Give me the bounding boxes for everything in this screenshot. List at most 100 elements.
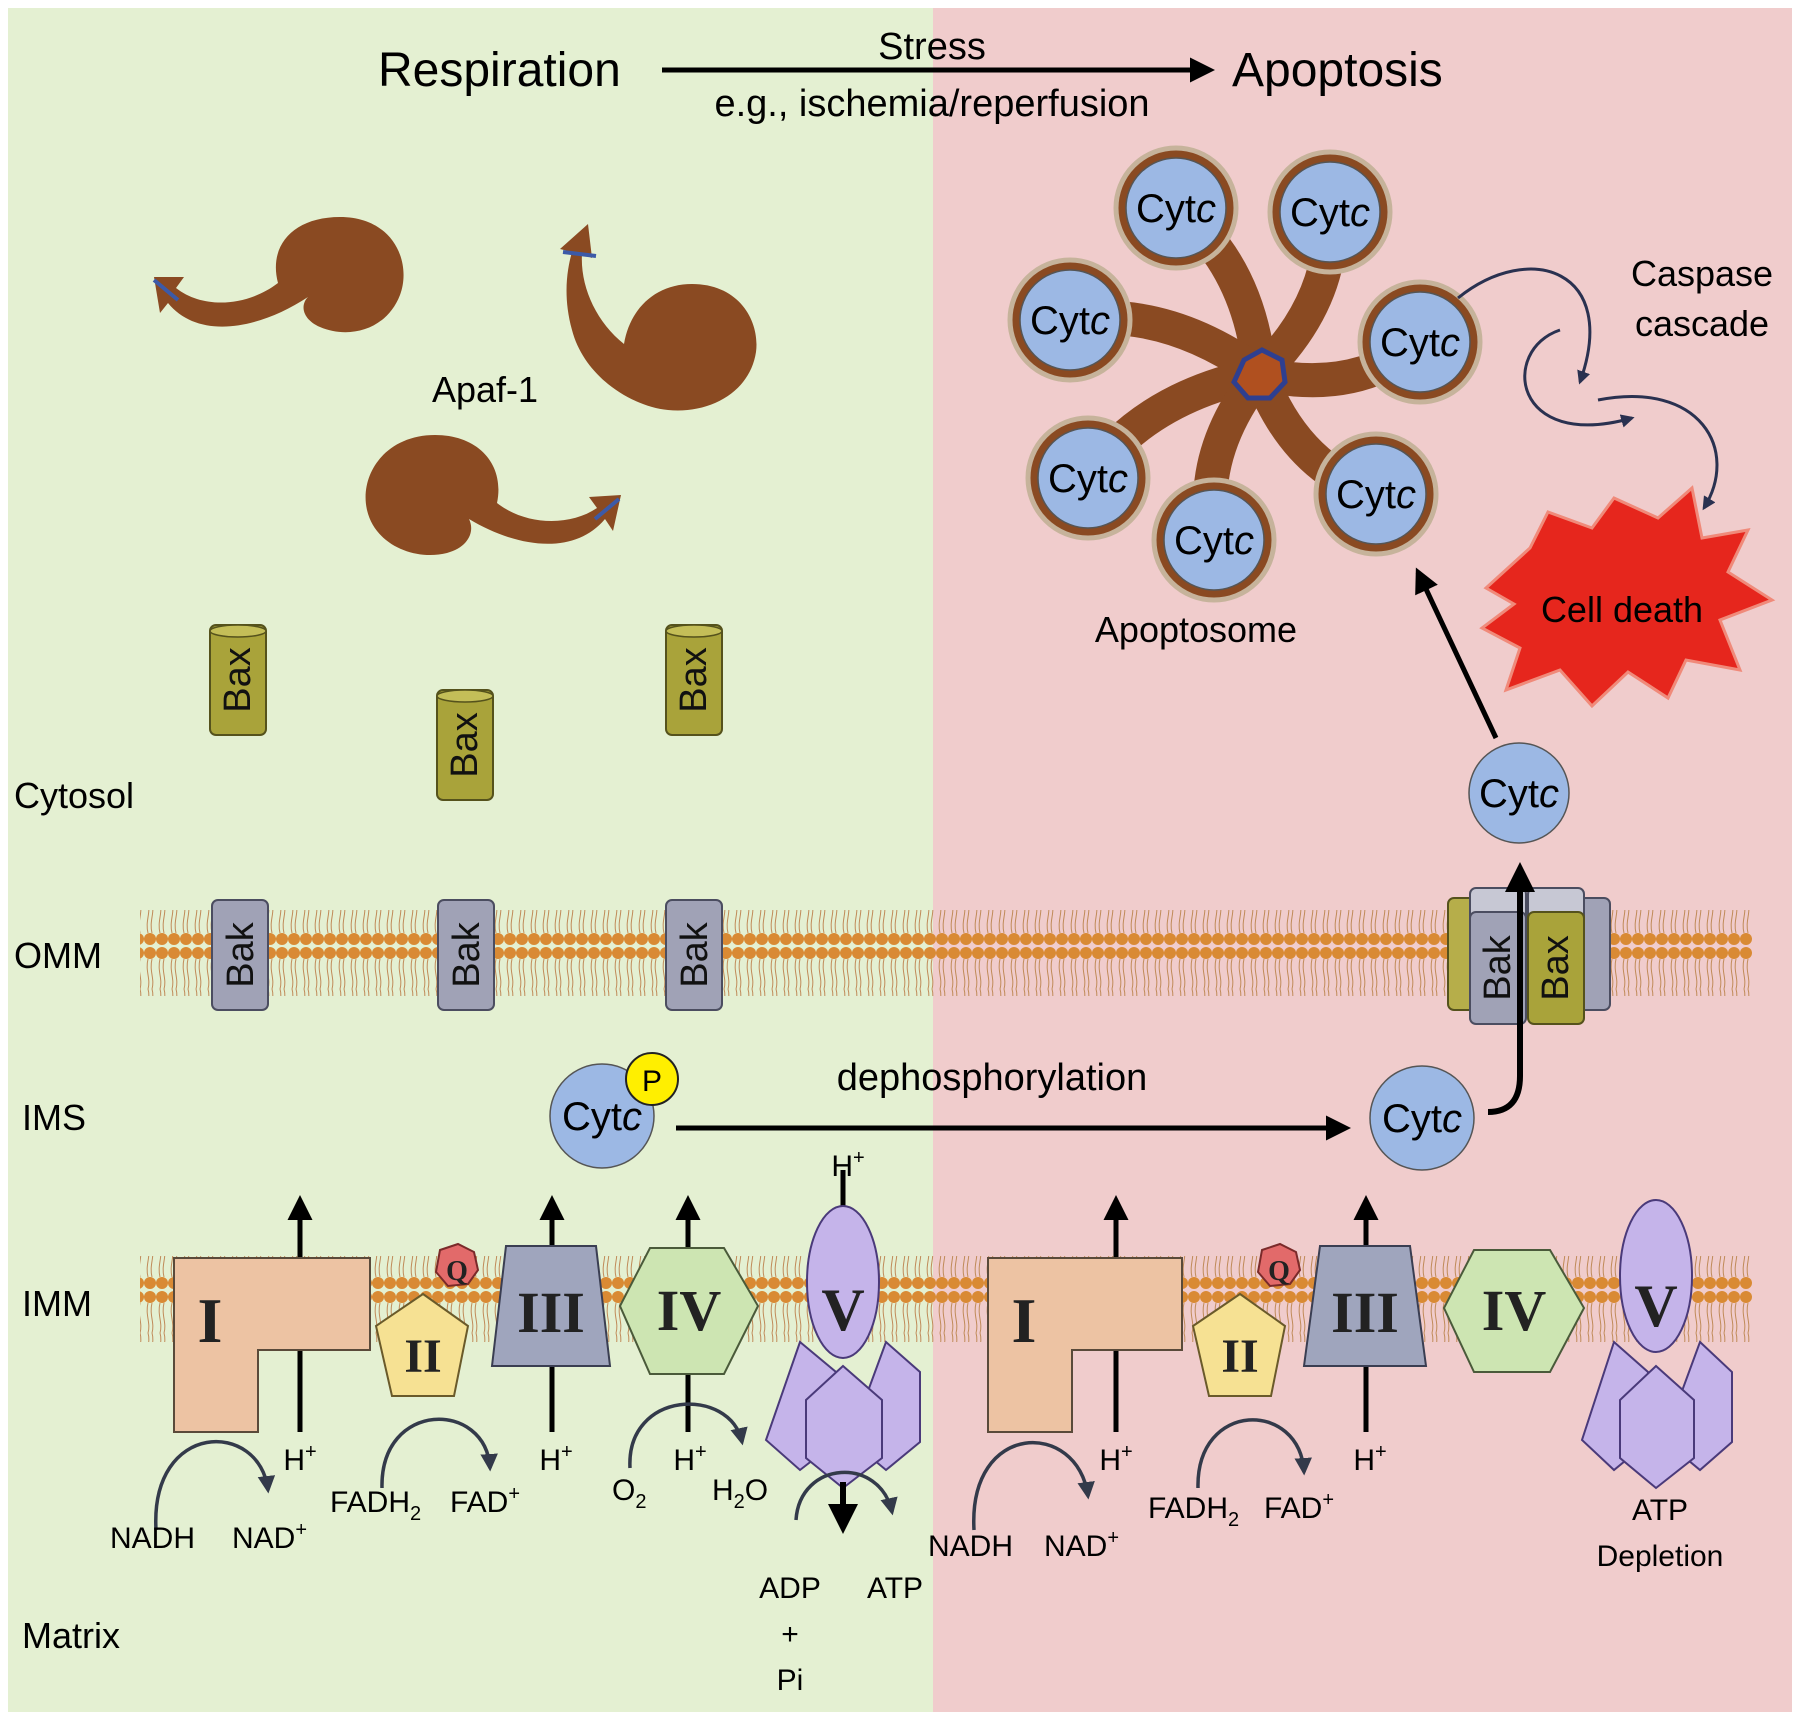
cytc-prefix: Cyt [562,1095,622,1139]
stress-example: e.g., ischemia/reperfusion [714,83,1149,125]
ims-label: IMS [22,1097,86,1138]
o2-label: O2 [612,1474,646,1513]
complex-ii-label: II [404,1330,441,1383]
respiration-title: Respiration [378,44,621,97]
ubiquinone: Q [1256,1242,1302,1288]
cytc-prefix: Cyt [1336,473,1396,517]
svg-text:H+: H+ [283,1441,316,1477]
cytc-released: Cytc [1468,742,1570,844]
complex-i: I [987,1257,1183,1433]
bax-label: Bax [217,647,259,712]
caspase-label-line2: cascade [1635,303,1769,344]
svg-text:H+: H+ [673,1441,706,1477]
atp-depletion-line2: Depletion [1597,1540,1724,1573]
cytc-prefix: Cyt [1030,299,1090,343]
cytc-apoptosome: Cytc [1369,291,1471,393]
cytc-suffix: c [1442,1097,1462,1141]
complex-iii: III [490,1245,612,1367]
cytc-phosphorylated: Cytc P [549,1052,679,1169]
cytc-prefix: Cyt [1048,457,1108,501]
complex-ii: II [374,1292,470,1397]
bak-protein: Bak [437,899,495,1011]
fad-label: FAD+ [1264,1489,1334,1525]
bak-label: Bak [446,921,488,987]
plus-label: + [781,1618,799,1651]
complex-v: V [764,1170,921,1490]
svg-text:Cytc: Cytc [1290,191,1370,235]
fadh2-label: FADH2 [1148,1492,1239,1531]
bax-protein: Bax [209,624,267,736]
h2o-label: H2O [712,1474,768,1513]
cytc-suffix: c [1396,473,1416,517]
complex-iii-label: III [517,1280,585,1345]
apoptosome-assembly-arrow [1415,567,1499,740]
cytc-apoptosome: Cytc [1125,157,1227,259]
cytc-suffix: c [1539,772,1559,816]
cytc-prefix: Cyt [1380,321,1440,365]
bax-label: Bax [673,647,715,712]
complex-iv: IV [618,1247,760,1375]
cytc-prefix: Cyt [1174,519,1234,563]
svg-text:Cytc: Cytc [1048,457,1128,501]
atp-depletion-line1: ATP [1632,1494,1688,1527]
apaf1-label: Apaf-1 [432,369,538,410]
nad-label: NAD+ [1044,1527,1119,1563]
complex-iv: IV [1442,1249,1586,1373]
cytc-suffix: c [1350,191,1370,235]
bax-protein: Bax [665,624,723,736]
nadh-label: NADH [110,1522,195,1555]
bak-protein: Bak [665,899,723,1011]
ubiquinone: Q [434,1242,480,1288]
complex-v: V [1580,1199,1733,1490]
nadh-label: NADH [928,1530,1013,1563]
pore-bax-label: Bax [1535,935,1577,1000]
bak-bax-pore: Bak Bax [1447,887,1611,1025]
cytc-prefix: Cyt [1479,772,1539,816]
complex-iii-label: III [1331,1280,1399,1345]
complex-v-label: V [821,1277,864,1343]
svg-text:Cytc: Cytc [1380,321,1460,365]
cytc-release-arrow [1487,862,1535,1115]
cytc-apoptosome: Cytc [1325,443,1427,545]
atp-label: ATP [867,1572,923,1605]
phosphate-group [625,1052,679,1106]
complex-ii-label: II [1221,1330,1258,1383]
cytc-suffix: c [1090,299,1110,343]
apoptosis-title: Apoptosis [1232,44,1443,97]
cell-death-burst [1479,485,1776,709]
bax-label: Bax [444,712,486,777]
dephosphorylation-label: dephosphorylation [837,1057,1148,1099]
complex-iii: III [1302,1245,1428,1367]
imm-label: IMM [22,1283,92,1324]
svg-text:H+: H+ [831,1147,864,1183]
svg-text:Cytc: Cytc [1174,519,1254,563]
proton-labels: H+ H+ H+ H+ H+ H+ [283,1147,1386,1477]
cytc-suffix: c [1196,187,1216,231]
svg-text:Cytc: Cytc [1479,772,1559,816]
cytc-suffix: c [1440,321,1460,365]
cell-death-label: Cell death [1541,589,1703,630]
complex-i: I [173,1257,371,1433]
apaf1-monomer [152,217,404,333]
apoptosome-label: Apoptosome [1095,609,1297,650]
complex-iv-label: IV [1482,1278,1547,1343]
bak-protein: Bak [211,899,269,1011]
q-label: Q [1268,1256,1290,1287]
cytc-suffix: c [1234,519,1254,563]
fadh2-label: FADH2 [330,1486,421,1525]
bax-protein: Bax [436,689,494,801]
phosphate-label: P [642,1065,662,1098]
substrate-arrows [154,1402,1312,1531]
nad-label: NAD+ [232,1519,307,1555]
complex-ii: II [1191,1292,1287,1397]
cytosol-label: Cytosol [14,775,134,816]
cytc-apoptosome: Cytc [1037,427,1139,529]
apaf1-monomer [365,435,621,556]
cytc-suffix: c [1108,457,1128,501]
svg-text:H+: H+ [1099,1441,1132,1477]
svg-text:Cytc: Cytc [1382,1097,1462,1141]
q-label: Q [446,1256,468,1287]
svg-text:H+: H+ [539,1441,572,1477]
